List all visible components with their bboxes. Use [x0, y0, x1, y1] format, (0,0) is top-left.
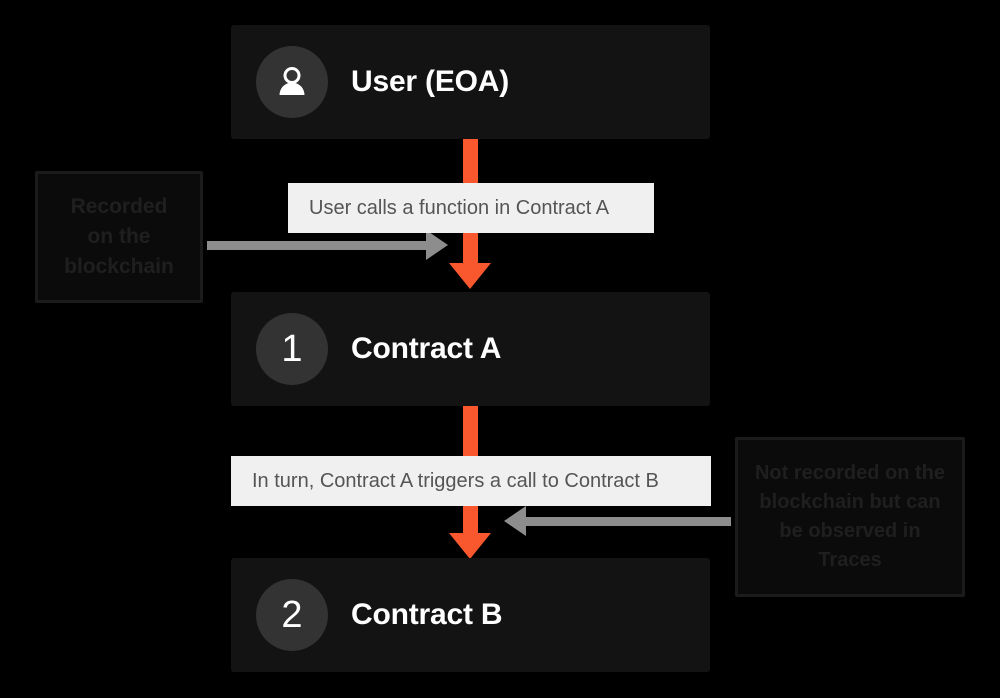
annotation-left-line-3: blockchain: [64, 254, 174, 278]
connector-user-to-contract-a-lower: [463, 226, 478, 266]
annotation-not-recorded-traces: Not recorded on the blockchain but can b…: [735, 437, 965, 597]
annotation-recorded-on-blockchain: Recorded on the blockchain: [35, 171, 203, 303]
annotation-left-line-2: on the: [87, 225, 151, 249]
node-user-eoa: User (EOA): [231, 25, 710, 139]
node-title-contract-b: Contract B: [351, 598, 503, 631]
arrowhead-into-contract-b: [449, 533, 491, 559]
pointer-arrow-right-head: [504, 506, 526, 536]
node-contract-a: 1 Contract A: [231, 292, 710, 406]
step-number-badge-1: 1: [256, 313, 328, 385]
node-contract-b: 2 Contract B: [231, 558, 710, 672]
caption-contract-a-triggers-contract-b: In turn, Contract A triggers a call to C…: [231, 456, 711, 506]
pointer-arrow-left-shaft: [207, 241, 426, 250]
annotation-left-line-1: Recorded: [70, 195, 168, 219]
pointer-arrow-right-shaft: [526, 517, 731, 526]
annotation-right-line-1: Not recorded on the: [754, 462, 945, 484]
annotation-right-line-2: blockchain but can: [759, 491, 941, 513]
caption-user-calls-contract-a: User calls a function in Contract A: [288, 183, 654, 233]
pointer-arrow-left-head: [426, 230, 448, 260]
connector-contract-a-to-b-upper: [463, 406, 478, 462]
node-title-contract-a: Contract A: [351, 332, 502, 365]
node-title-user: User (EOA): [351, 65, 510, 98]
annotation-right-line-4: Traces: [818, 549, 882, 571]
annotation-right-line-3: be observed in: [779, 520, 921, 542]
person-icon: [256, 46, 328, 118]
connector-user-to-contract-a-upper: [463, 139, 478, 191]
connector-contract-a-to-b-lower: [463, 500, 478, 536]
step-number-badge-2: 2: [256, 579, 328, 651]
arrowhead-into-contract-a: [449, 263, 491, 289]
